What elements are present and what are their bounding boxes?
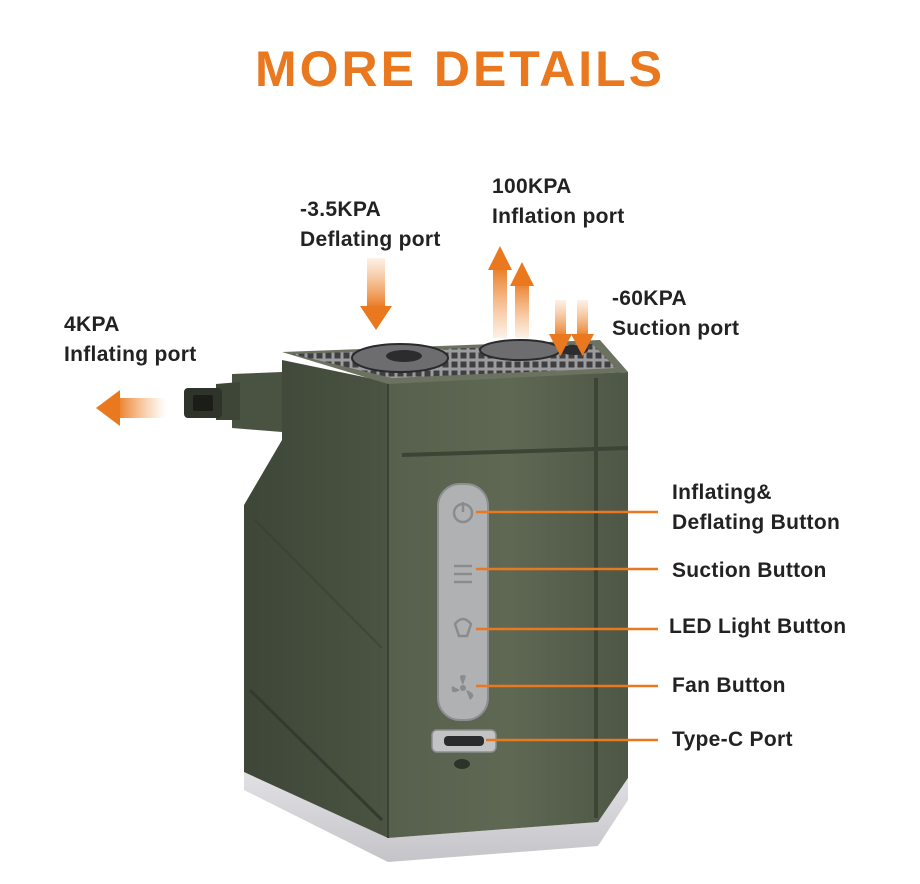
pump-front	[388, 372, 628, 838]
inflate-deflate-line1: Inflating&	[672, 481, 772, 504]
inflation-port-pressure: 100KPA	[492, 175, 572, 198]
fan-button-label: Fan Button	[672, 674, 786, 697]
inflating-port-name: Inflating port	[64, 343, 197, 366]
arrow-up-icon	[488, 246, 534, 338]
button-panel	[437, 483, 489, 721]
inflating-port-label: 4KPA Inflating port	[64, 310, 197, 370]
suction-button-label: Suction Button	[672, 559, 827, 582]
deflating-port-label: -3.5KPA Deflating port	[300, 195, 441, 255]
suction-port-name: Suction port	[612, 317, 740, 340]
led-button-label: LED Light Button	[669, 615, 847, 638]
suction-icon[interactable]	[454, 564, 472, 584]
arrow-left-icon	[96, 390, 166, 426]
power-icon[interactable]	[452, 502, 474, 524]
arrow-down-icon	[360, 258, 392, 330]
type-c-port-label: Type-C Port	[672, 728, 793, 751]
inflation-port-label: 100KPA Inflation port	[492, 172, 625, 232]
inflating-port-pressure: 4KPA	[64, 313, 120, 336]
led-icon[interactable]	[453, 617, 473, 638]
deflating-port-name: Deflating port	[300, 228, 441, 251]
pump-side	[244, 360, 388, 838]
deflating-port-pressure: -3.5KPA	[300, 198, 382, 221]
suction-port-label: -60KPA Suction port	[612, 284, 739, 344]
page-title: MORE DETAILS	[254, 41, 666, 97]
suction-port-pressure: -60KPA	[612, 287, 687, 310]
inflate-deflate-line2: Deflating Button	[672, 511, 841, 534]
fan-icon[interactable]	[451, 675, 474, 700]
pump-base	[244, 770, 628, 862]
inflation-port-name: Inflation port	[492, 205, 625, 228]
inflate-deflate-button-label: Inflating& Deflating Button	[672, 478, 840, 538]
arrow-down-icon	[549, 300, 594, 356]
